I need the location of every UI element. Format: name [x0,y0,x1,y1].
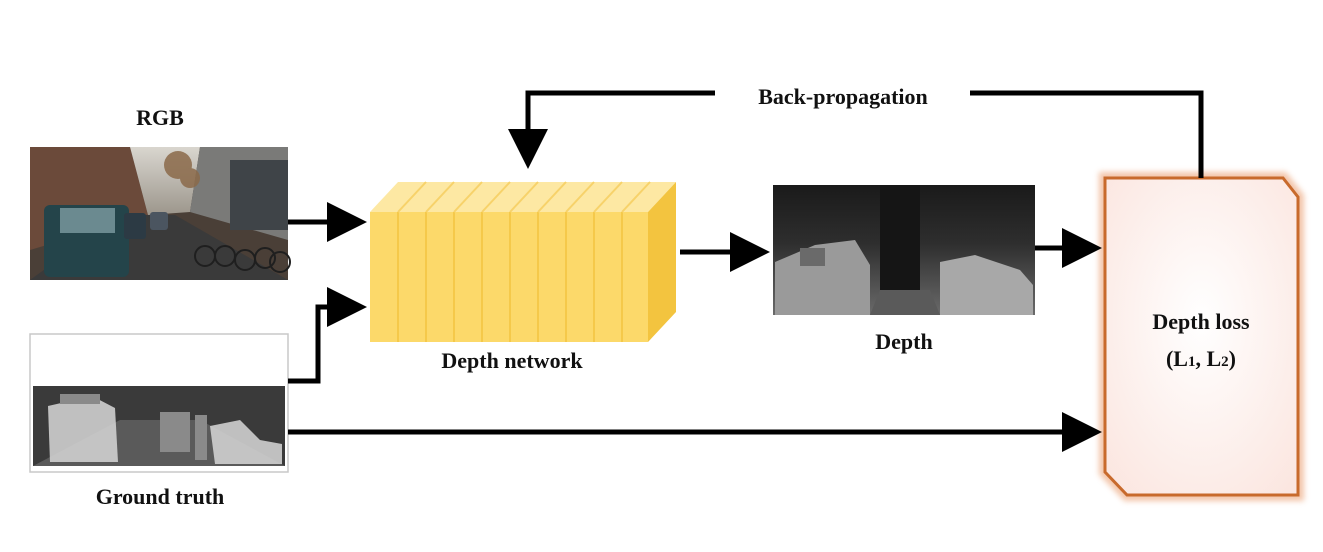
depth-label: Depth [875,329,932,354]
depth-network-label: Depth network [441,348,583,373]
rgb-label: RGB [136,105,184,130]
backprop-label: Back-propagation [758,84,928,109]
arrow-ground-truth-to-network [288,287,367,384]
depth-loss-label: Depth loss [1152,309,1250,334]
depth-network-block [370,181,676,342]
depth-loss-box [1099,172,1304,501]
rgb-image [30,147,291,280]
arrow-backprop-to-network [508,90,715,169]
depth-image [773,185,1035,315]
ground-truth-label: Ground truth [96,484,225,509]
depth-loss-terms: (L1, L2) [1166,346,1236,371]
ground-truth-image [29,333,289,473]
backprop-line-right [970,90,1204,178]
